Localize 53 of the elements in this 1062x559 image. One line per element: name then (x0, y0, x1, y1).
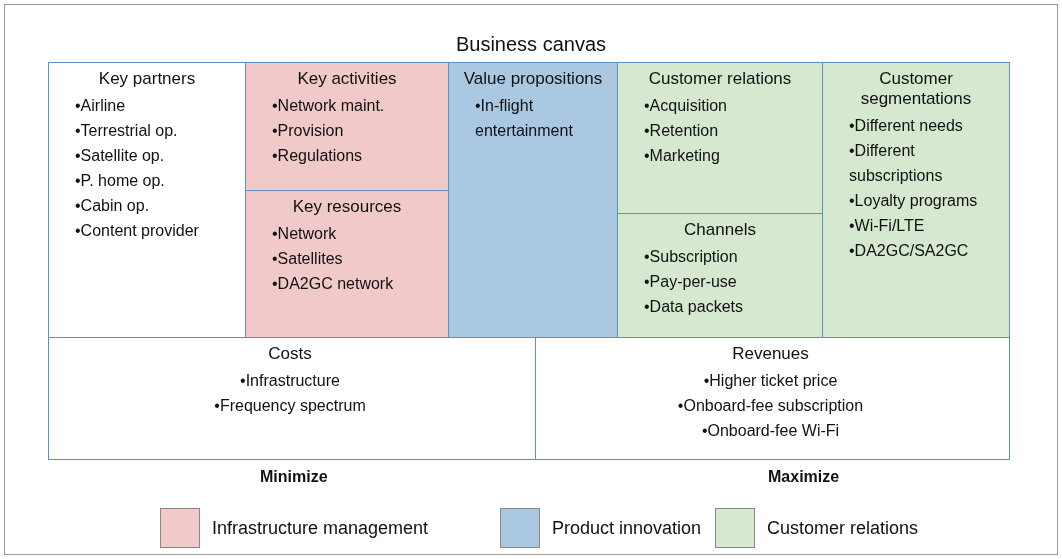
list-item: •Terrestrial op. (75, 121, 179, 141)
list-item: •Acquisition (644, 96, 728, 116)
list-item: •Infrastructure (239, 371, 341, 391)
canvas-block (535, 337, 1010, 460)
canvas-block (448, 62, 618, 338)
list-item: •Subscription (644, 247, 739, 267)
block-heading: Revenues (731, 344, 810, 364)
list-item: •Content provider (75, 221, 200, 241)
canvas-block (245, 190, 449, 338)
block-heading: Key partners (97, 69, 197, 89)
list-item: •Regulations (272, 146, 364, 166)
canvas-block (822, 62, 1010, 338)
block-heading: Key activities (296, 69, 398, 89)
canvas-block (245, 62, 449, 191)
block-heading: Key resources (291, 197, 403, 217)
legend-label: Infrastructure management (212, 517, 429, 539)
block-heading: Customer relations (647, 69, 793, 89)
list-item: •Satellite op. (75, 146, 166, 166)
list-item: •Onboard-fee subscription (676, 396, 865, 416)
canvas-block (48, 62, 246, 338)
axis-note: Maximize (768, 468, 840, 486)
list-item: •Loyalty programs (849, 191, 979, 211)
list-item: •In-flight entertainment (475, 96, 574, 141)
list-item: •Frequency spectrum (213, 396, 367, 416)
list-item: •DA2GC network (272, 274, 395, 294)
block-heading: Channels (683, 220, 757, 240)
title: Business canvas (454, 33, 608, 56)
list-item: •Airline (75, 96, 127, 116)
block-heading: Costs (267, 344, 313, 364)
list-item: •Network maint. (272, 96, 386, 116)
list-item: •Provision (272, 121, 345, 141)
canvas-block (617, 213, 823, 338)
list-item: •Wi-Fi/LTE (849, 216, 926, 236)
list-item: •P. home op. (75, 171, 166, 191)
legend-label: Customer relations (767, 517, 919, 539)
list-item: •Retention (644, 121, 720, 141)
block-heading: Value propositions (462, 69, 604, 89)
legend-label: Product innovation (552, 517, 702, 539)
list-item: •Cabin op. (75, 196, 151, 216)
list-item: •Onboard-fee Wi-Fi (700, 421, 841, 441)
axis-note: Minimize (260, 468, 328, 486)
list-item: •Higher ticket price (702, 371, 839, 391)
list-item: •Data packets (644, 297, 744, 317)
list-item: •Satellites (272, 249, 344, 269)
canvas-block (48, 337, 536, 460)
canvas-block (617, 62, 823, 214)
list-item: •Different needs (849, 116, 964, 136)
list-item: •Marketing (644, 146, 721, 166)
list-item: •DA2GC/SA2GC (849, 241, 970, 261)
list-item: •Different subscriptions (849, 141, 944, 186)
block-heading: Customer segmentations (859, 69, 973, 109)
list-item: •Network (272, 224, 338, 244)
list-item: •Pay-per-use (644, 272, 738, 292)
